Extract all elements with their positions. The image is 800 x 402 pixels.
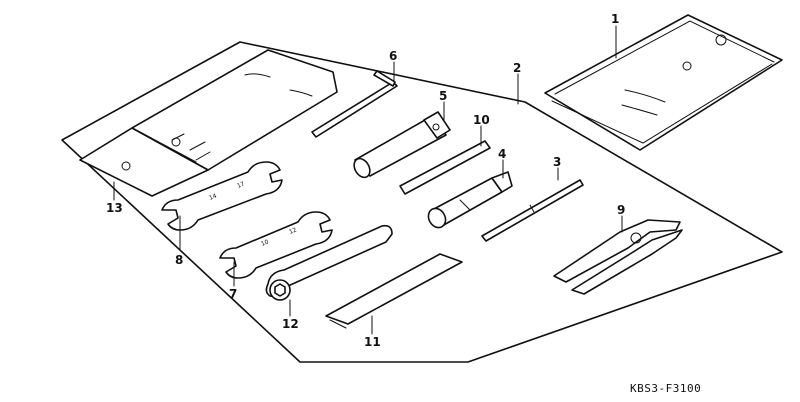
socket-wrench: [353, 111, 451, 179]
wrench-8-mark-b: 17: [236, 180, 246, 189]
callout-labels: 1 2 3 4 5 6 7 8 9 10 11 12 13: [106, 12, 625, 349]
callout-12: 12: [282, 317, 299, 331]
callout-10: 10: [473, 113, 490, 127]
callout-13: 13: [106, 201, 123, 215]
open-wrench-14-17: 14 17: [161, 161, 283, 231]
wrench-7-mark-b: 12: [288, 226, 298, 235]
screwdriver-handle: [427, 171, 513, 229]
callout-7: 7: [229, 287, 237, 301]
open-wrench-10-12: 10 12: [219, 211, 333, 279]
hex-key: [311, 70, 398, 138]
callout-5: 5: [439, 89, 447, 103]
tool-tray-outline: [61, 41, 783, 363]
callout-8: 8: [175, 253, 183, 267]
pliers: [553, 219, 683, 295]
callout-6: 6: [389, 49, 397, 63]
leader-lines: [113, 25, 623, 335]
diagram-code: KBS3-F3100: [630, 382, 701, 395]
tool-bag-open: [79, 49, 338, 197]
callout-4: 4: [498, 147, 506, 161]
callout-1: 1: [611, 12, 619, 26]
wrench-7-mark-a: 10: [260, 238, 270, 247]
callout-2: 2: [513, 61, 521, 75]
wrench-8-mark-a: 14: [208, 192, 218, 201]
callout-11: 11: [364, 335, 381, 349]
ring-wrench: [265, 224, 393, 301]
extension-bar: [399, 140, 491, 195]
flat-bar: [325, 253, 463, 329]
screwdriver-bit: [481, 179, 584, 242]
tool-bag-closed: [544, 14, 783, 151]
callout-3: 3: [553, 155, 561, 169]
callout-9: 9: [617, 203, 625, 217]
